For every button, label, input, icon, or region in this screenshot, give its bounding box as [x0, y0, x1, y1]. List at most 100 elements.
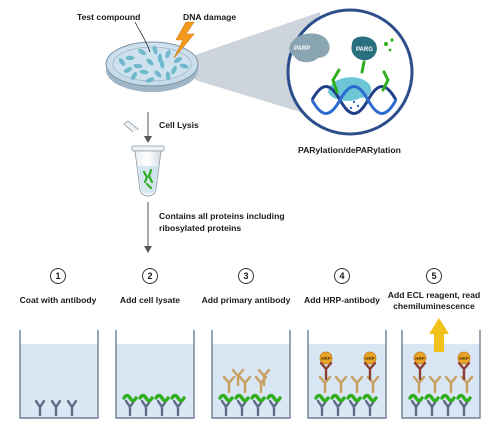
secondary-antibody: [413, 361, 427, 381]
hrp-label: HRP: [415, 356, 425, 361]
step-number-5: 5: [426, 268, 442, 284]
arrow-head: [144, 246, 152, 253]
step-number-4: 4: [334, 268, 350, 284]
step-label-5-line2: chemiluminescence: [393, 301, 475, 311]
ribosylated-protein: [408, 393, 424, 403]
primary-antibody: [334, 375, 348, 394]
microtube: [123, 120, 165, 197]
well-wall: [211, 330, 291, 419]
dna-strand-2: [310, 85, 398, 115]
primary-antibody: [257, 368, 271, 387]
hrp-enzyme: [413, 351, 427, 365]
capture-antibody: [50, 399, 62, 417]
well-4: HRP HRP: [307, 330, 387, 419]
signal-arrow-head: [429, 318, 449, 334]
well-wall: [19, 330, 99, 419]
step-number-3: 3: [238, 268, 254, 284]
ribosylated-protein: [138, 393, 154, 403]
parp-label: PARP: [294, 46, 311, 52]
hrp-enzyme: [319, 351, 333, 365]
cell: [174, 56, 182, 64]
ribosylated-protein: [362, 393, 378, 403]
proteins-label-line2: ribosylated proteins: [159, 223, 242, 233]
ribosylated-protein: [330, 393, 346, 403]
ribosylated-protein: [154, 393, 170, 403]
test-compound-label: Test compound: [77, 12, 141, 22]
step-label-2: Add cell lysate: [119, 295, 181, 305]
cell-lysis-label: Cell Lysis: [159, 120, 199, 130]
well-5: HRP HRP: [401, 318, 481, 419]
hrp-label: HRP: [321, 356, 331, 361]
primary-antibody: [444, 375, 458, 394]
ribosylated-protein: [170, 393, 186, 403]
ribosylated-protein: [234, 393, 250, 403]
dna-strand-1: [310, 85, 398, 115]
hrp-enzyme: [457, 351, 471, 365]
cell: [165, 71, 171, 81]
hrp-label: HRP: [459, 356, 469, 361]
ribosylated-protein: [218, 393, 234, 403]
well-wall: [401, 330, 481, 419]
cell: [157, 53, 163, 63]
cell: [146, 58, 154, 66]
cell: [138, 48, 146, 56]
parylation-label: PARylation/dePARylation: [298, 145, 401, 155]
capture-antibody: [34, 399, 46, 417]
hrp-label: HRP: [365, 356, 375, 361]
primary-antibody: [350, 375, 364, 394]
step-label-3: Add primary antibody: [201, 295, 291, 305]
step-number-2: 2: [142, 268, 158, 284]
zoom-circle: [286, 8, 414, 136]
step-number-1: 1: [50, 268, 66, 284]
ribosylated-protein: [314, 393, 330, 403]
primary-antibody: [412, 375, 426, 394]
primary-antibody: [231, 368, 245, 387]
well-3: [211, 330, 291, 419]
step-label-1: Coat with antibody: [19, 295, 97, 305]
cell: [145, 77, 155, 83]
well-1: [19, 330, 99, 419]
par-chain: [360, 60, 366, 74]
cell: [152, 45, 158, 55]
cell: [139, 69, 149, 75]
primary-antibody: [428, 375, 442, 394]
primary-antibody: [238, 375, 252, 394]
signal-arrow: [434, 332, 444, 352]
proteins-label-line1: Contains all proteins including: [159, 211, 285, 221]
secondary-antibody: [457, 361, 471, 381]
ribosylated-protein: [250, 393, 266, 403]
dna-damage-label: DNA damage: [183, 12, 237, 22]
ribosylated-protein: [456, 393, 472, 403]
step-label-5: Add ECL reagent, read: [387, 290, 481, 300]
ribosylated-protein: [424, 393, 440, 403]
cell: [125, 55, 135, 61]
well-wall: [307, 330, 387, 419]
well-wall: [115, 330, 195, 419]
arrow-head: [144, 136, 152, 143]
cell: [179, 63, 189, 69]
secondary-antibody: [319, 361, 333, 381]
primary-antibody: [222, 375, 236, 394]
ribosylated-protein: [346, 393, 362, 403]
parp-enzyme: [289, 33, 330, 63]
cell: [131, 71, 137, 81]
ribosylated-protein: [122, 393, 138, 403]
well-liquid: [116, 344, 194, 418]
ribosylated-protein: [266, 393, 282, 403]
par-chain: [381, 70, 390, 92]
parg-label: PARG: [356, 47, 373, 53]
ribosylated-protein: [440, 393, 456, 403]
cell: [133, 63, 143, 69]
cell: [118, 58, 126, 66]
well-2: [115, 330, 195, 419]
lightning-icon: [173, 21, 195, 59]
zoom-cone: [195, 12, 320, 118]
cell: [171, 65, 177, 75]
test-compound-pointer: [134, 21, 151, 53]
petri-dish: [105, 41, 199, 92]
cell: [154, 70, 162, 78]
hrp-enzyme: [363, 351, 377, 365]
well-liquid: [212, 344, 290, 418]
